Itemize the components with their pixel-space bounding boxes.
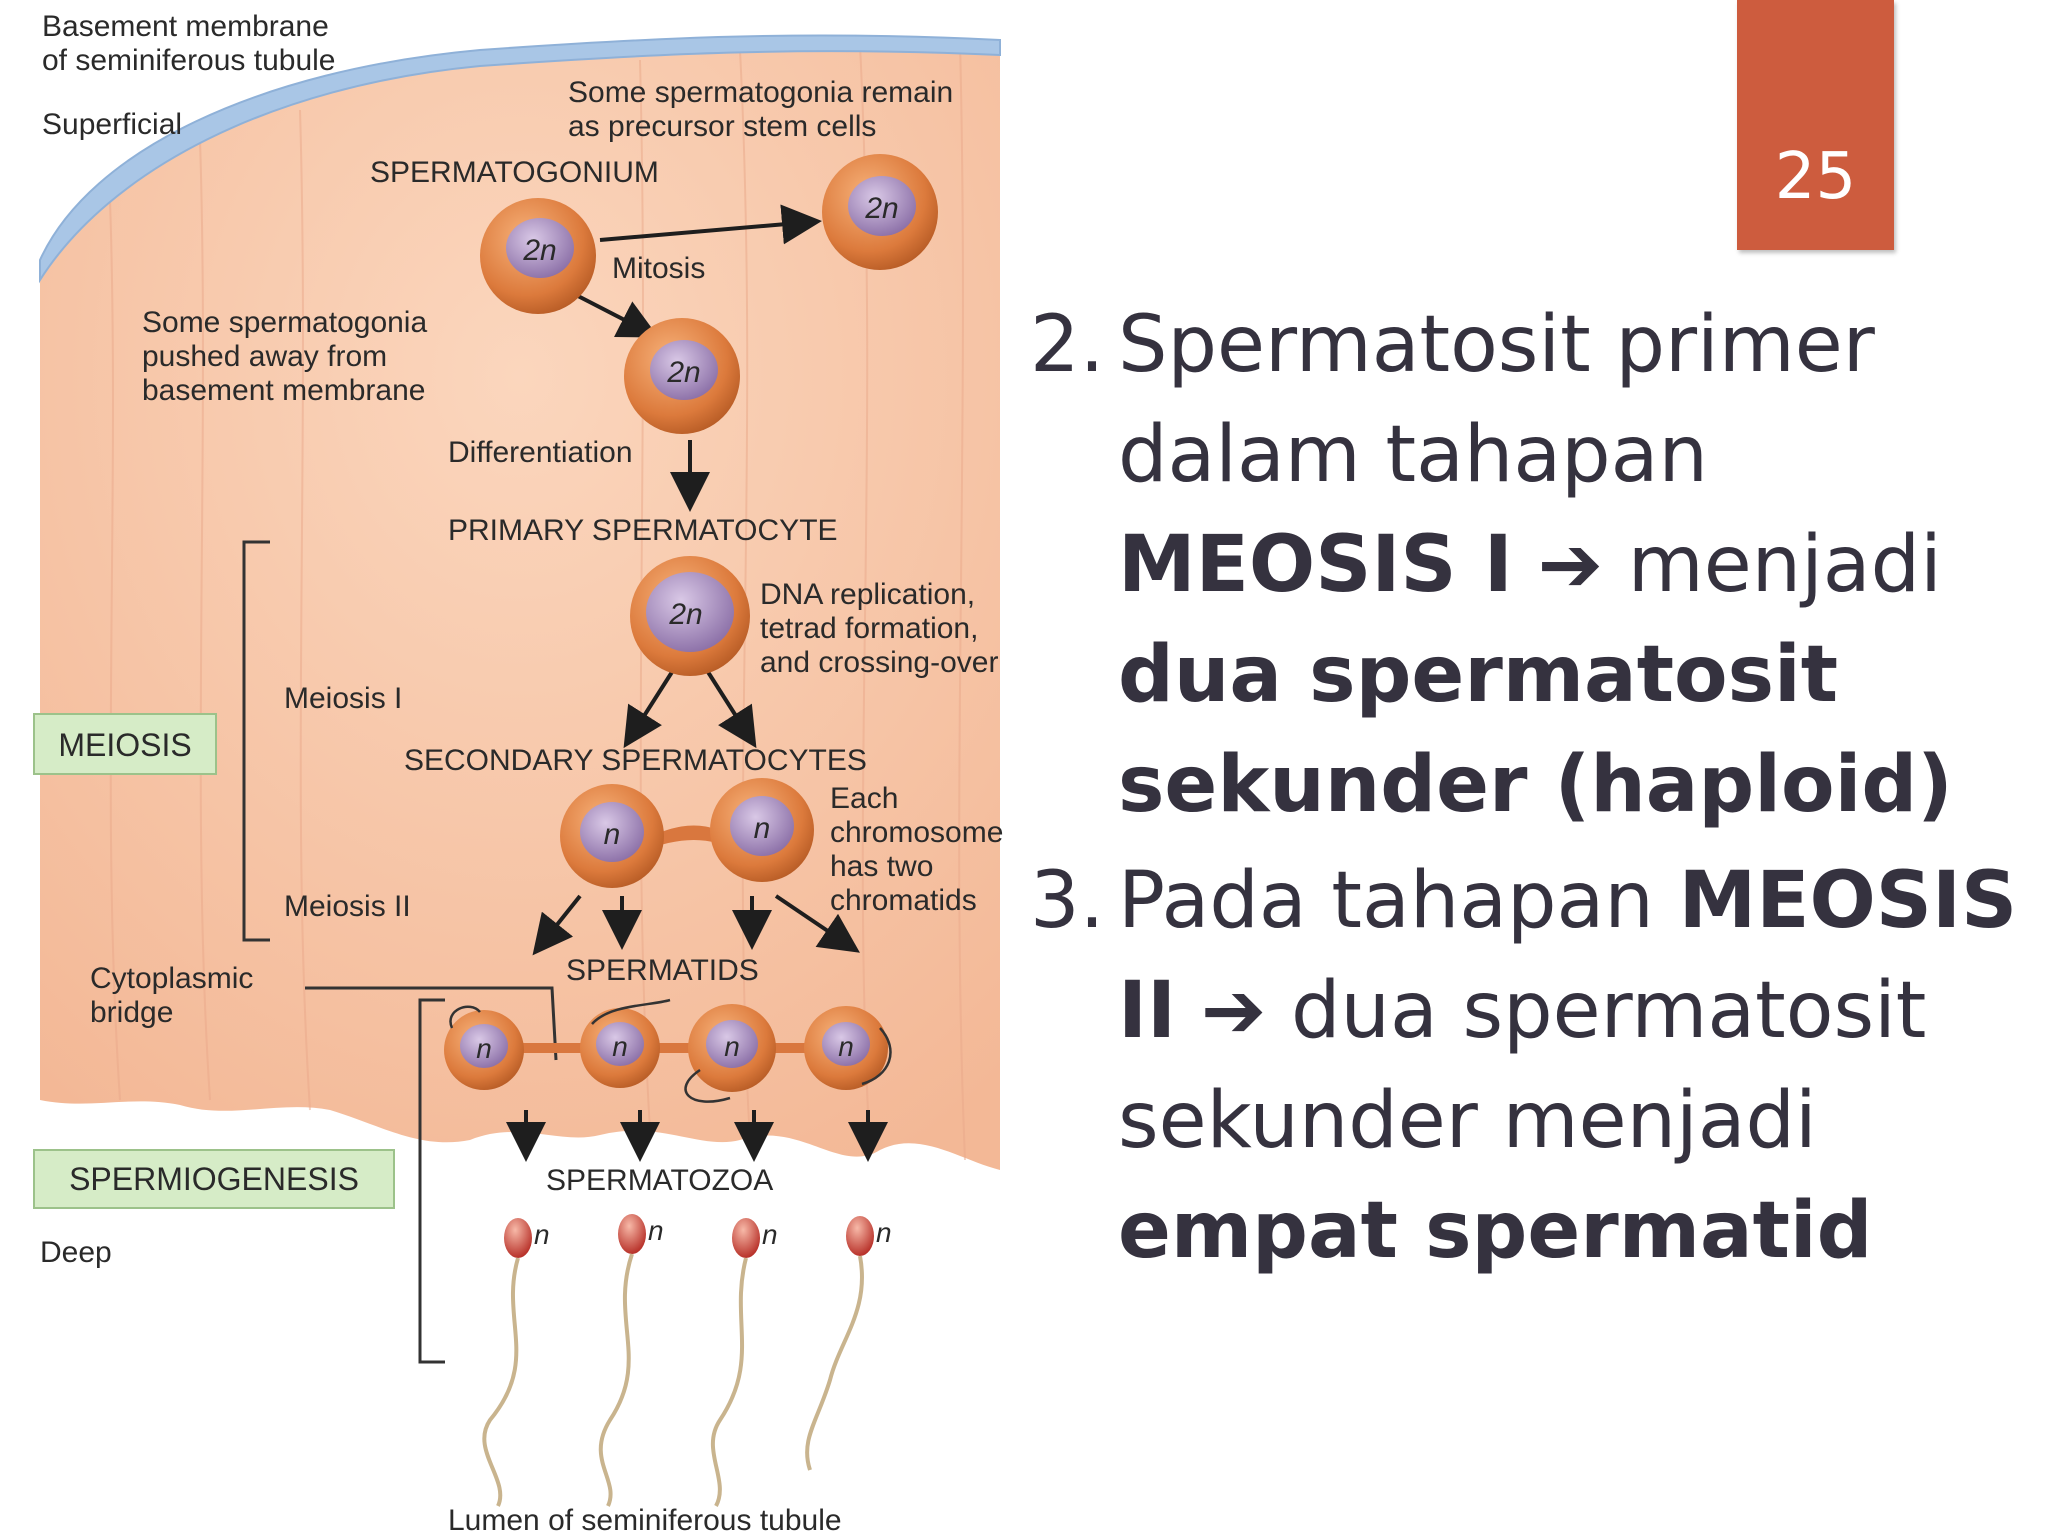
deep-label: Deep bbox=[40, 1236, 112, 1269]
spermatid-tails bbox=[449, 998, 892, 1103]
page-number-badge: 25 bbox=[1737, 0, 1894, 250]
spermatid-cell: n bbox=[688, 1004, 776, 1092]
page-number: 25 bbox=[1774, 140, 1857, 214]
basement-membrane bbox=[39, 34, 1001, 284]
basement-label-line2: of seminiferous tubule bbox=[42, 44, 336, 77]
primary-spermatocyte-label: PRIMARY SPERMATOCYTE bbox=[448, 514, 838, 547]
spermatids-label: SPERMATIDS bbox=[566, 954, 759, 987]
cytoplasmic-bridge-pointer bbox=[305, 986, 558, 1061]
spermatozoon: n bbox=[805, 1216, 892, 1471]
spermatogonium-label: SPERMATOGONIUM bbox=[370, 156, 659, 189]
spermatid-cell: n bbox=[580, 1008, 660, 1088]
ploidy-label: n bbox=[534, 1219, 550, 1250]
arrow-icon: ➔ bbox=[1537, 520, 1603, 610]
meiosis-bracket bbox=[242, 540, 270, 942]
ploidy-label: n bbox=[838, 1031, 854, 1062]
bullet-item: 2. Spermatosit primer dalam tahapan MEOS… bbox=[1030, 290, 2030, 840]
dna-label-line1: DNA replication, bbox=[760, 578, 975, 611]
bullet-bold: MEOSIS II bbox=[1118, 856, 2018, 1056]
ploidy-label: 2n bbox=[864, 192, 898, 225]
pushed-label-line2: pushed away from bbox=[142, 340, 387, 373]
spermiogenesis-box-label: SPERMIOGENESIS bbox=[69, 1161, 359, 1197]
dna-label-line3: and crossing-over bbox=[760, 646, 998, 679]
cytoplasmic-label-line1: Cytoplasmic bbox=[90, 962, 253, 995]
flow-arrows bbox=[506, 204, 888, 1162]
lumen-label: Lumen of seminiferous tubule bbox=[448, 1504, 842, 1536]
secondary-spermatocyte-cell: n bbox=[560, 784, 664, 888]
spermatozoon: n bbox=[710, 1218, 778, 1507]
mitosis-label: Mitosis bbox=[612, 252, 705, 285]
meiosis1-label: Meiosis I bbox=[284, 682, 402, 715]
spermiogenesis-bracket bbox=[418, 998, 445, 1364]
ploidy-label: n bbox=[762, 1219, 778, 1250]
ploidy-label: n bbox=[754, 812, 771, 845]
arrow-icon: ➔ bbox=[1200, 966, 1267, 1056]
dna-label-line2: tetrad formation, bbox=[760, 612, 978, 645]
secondary-spermatocyte-cell: n bbox=[710, 778, 814, 882]
pushed-label-line1: Some spermatogonia bbox=[142, 306, 427, 339]
ploidy-label: n bbox=[876, 1217, 892, 1248]
bullet-text: menjadi bbox=[1602, 520, 1942, 610]
spermatogonium-cell: 2n bbox=[480, 198, 596, 314]
pushed-label-line3: basement membrane bbox=[142, 374, 425, 407]
bullet-bold: MEOSIS I bbox=[1118, 520, 1513, 610]
spermiogenesis-box: SPERMIOGENESIS bbox=[33, 1149, 395, 1209]
bullet-bold: empat spermatid bbox=[1118, 1186, 1873, 1276]
stem-cell: 2n bbox=[822, 154, 938, 270]
spermatogenesis-diagram: Basement membrane of seminiferous tubule… bbox=[33, 10, 1003, 1536]
ploidy-label: 2n bbox=[666, 356, 700, 389]
ploidy-label: 2n bbox=[668, 598, 702, 631]
primary-spermatocyte-cell: 2n bbox=[630, 556, 750, 676]
bullet-list: 2. Spermatosit primer dalam tahapan MEOS… bbox=[1030, 290, 2030, 1292]
meiosis-box-label: MEIOSIS bbox=[58, 727, 191, 763]
ploidy-label: n bbox=[612, 1031, 628, 1062]
ploidy-label: n bbox=[604, 818, 621, 851]
superficial-label: Superficial bbox=[42, 108, 182, 141]
secondary-spermatocytes-label: SECONDARY SPERMATOCYTES bbox=[404, 744, 867, 777]
remain-label-line2: as precursor stem cells bbox=[568, 110, 876, 143]
basement-label-line1: Basement membrane bbox=[42, 10, 329, 43]
spermatozoon: n bbox=[598, 1214, 664, 1507]
meiosis-box: MEIOSIS bbox=[33, 713, 217, 775]
cytoplasmic-label-line2: bridge bbox=[90, 996, 173, 1029]
ploidy-label: n bbox=[476, 1033, 492, 1064]
bullet-text: Pada tahapan bbox=[1118, 856, 1679, 946]
bullet-text: dua spermatosit sekunder menjadi bbox=[1118, 966, 1927, 1166]
each-label-line3: has two bbox=[830, 850, 933, 883]
bullet-text: Spermatosit primer dalam tahapan bbox=[1118, 300, 1875, 500]
tubule-tissue bbox=[40, 35, 1000, 1170]
bullet-number: 2. bbox=[1030, 300, 1105, 390]
bullet-bold: dua spermatosit sekunder (haploid) bbox=[1118, 630, 1953, 830]
spermatozoa-label: SPERMATOZOA bbox=[546, 1164, 773, 1197]
ploidy-label: 2n bbox=[522, 234, 556, 267]
spermatozoon: n bbox=[482, 1218, 550, 1507]
each-label-line2: chromosome bbox=[830, 816, 1003, 849]
ploidy-label: n bbox=[724, 1031, 740, 1062]
remain-label-line1: Some spermatogonia remain bbox=[568, 76, 953, 109]
ploidy-label: n bbox=[648, 1215, 664, 1246]
meiosis2-label: Meiosis II bbox=[284, 890, 411, 923]
bullet-item: 3. Pada tahapan MEOSIS II ➔ dua spermato… bbox=[1030, 846, 2030, 1286]
pushed-spermatogonium-cell: 2n bbox=[624, 318, 740, 434]
each-label-line1: Each bbox=[830, 782, 898, 815]
differentiation-label: Differentiation bbox=[448, 436, 633, 469]
spermatid-cell: n bbox=[804, 1006, 888, 1090]
each-label-line4: chromatids bbox=[830, 884, 977, 917]
spermatid-cell: n bbox=[444, 1010, 524, 1090]
bullet-number: 3. bbox=[1030, 856, 1105, 946]
